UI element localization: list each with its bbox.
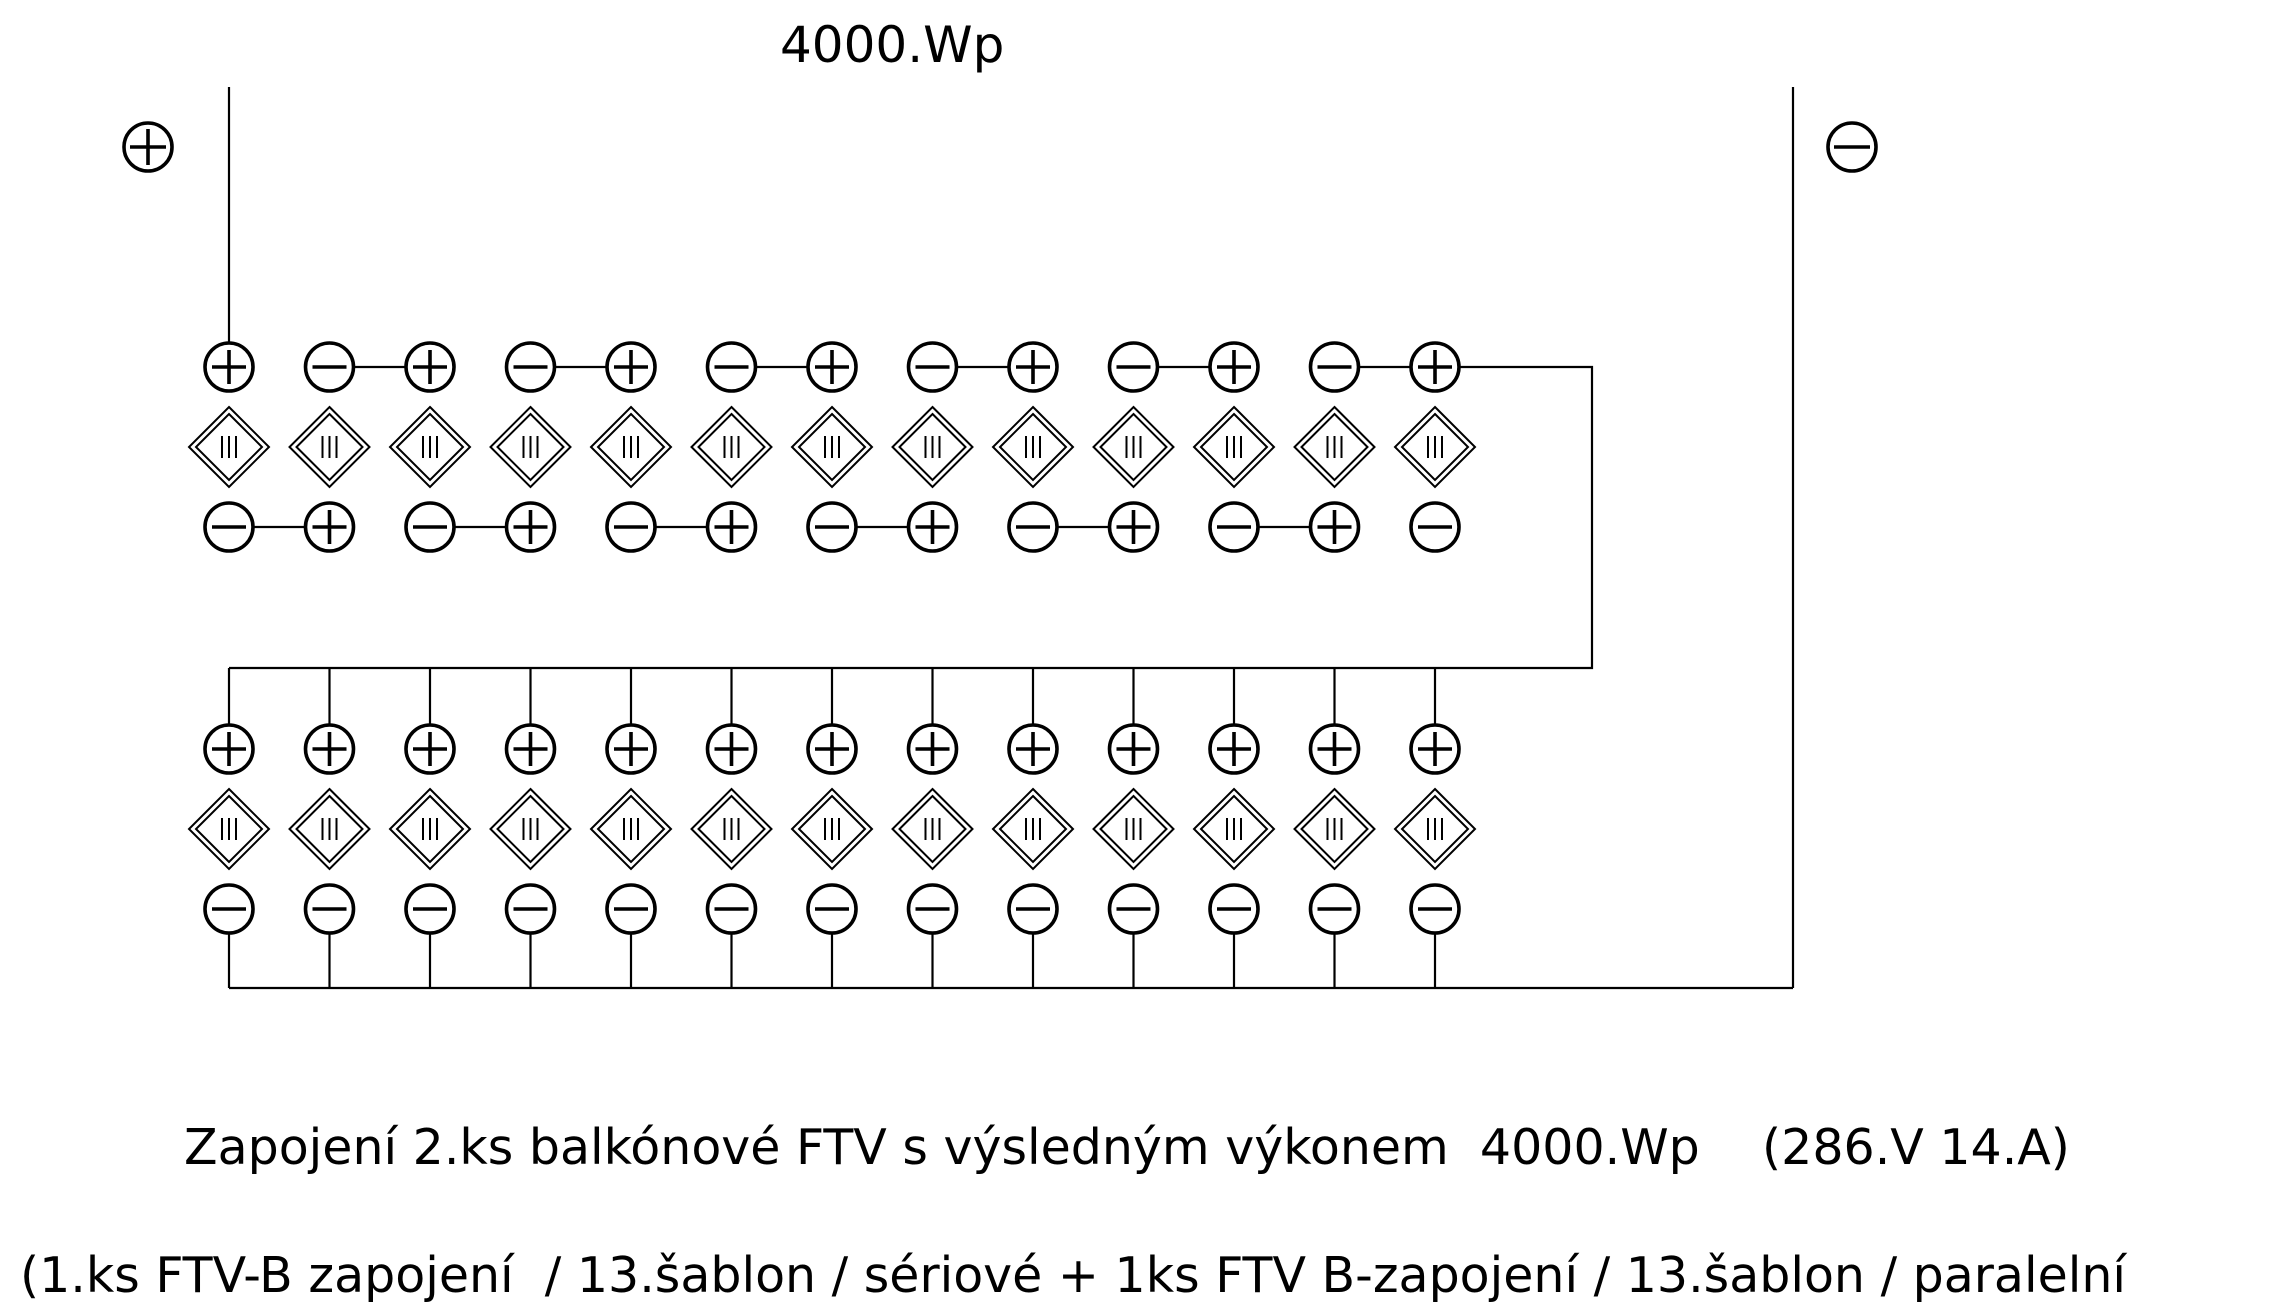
solar-panel-icon <box>1192 787 1276 871</box>
minus-terminal-icon <box>705 883 758 935</box>
solar-panel-icon <box>991 405 1075 489</box>
minus-terminal-icon <box>1409 501 1461 553</box>
plus-terminal-icon <box>1308 723 1361 775</box>
minus-terminal-icon <box>1208 501 1260 553</box>
solar-panel-icon <box>991 787 1075 871</box>
solar-panel-icon <box>1092 787 1175 871</box>
solar-panel-icon <box>187 787 271 871</box>
plus-terminal-icon <box>1409 341 1461 393</box>
minus-terminal-icon <box>504 341 557 393</box>
solar-panel-icon <box>388 405 472 489</box>
solar-panel-icon <box>1092 405 1175 489</box>
solar-panel-icon <box>1393 787 1477 871</box>
plus-terminal-icon <box>404 723 456 775</box>
plus-terminal-icon <box>705 723 758 775</box>
solar-panel-icon <box>288 787 371 871</box>
plus-terminal-icon <box>203 341 255 393</box>
minus-terminal-icon <box>303 883 356 935</box>
plus-terminal-icon <box>1208 341 1260 393</box>
solar-panel-icon <box>790 787 874 871</box>
solar-panel-icon <box>288 405 371 489</box>
caption-line-2: (1.ks FTV-B zapojení / 13.šablon / sério… <box>20 1247 2127 1304</box>
solar-panel-icon <box>790 405 874 489</box>
minus-terminal-icon <box>1007 501 1059 553</box>
solar-panel-icon <box>187 405 271 489</box>
plus-terminal-icon <box>504 501 557 553</box>
solar-panel-icon <box>1192 405 1276 489</box>
plus-terminal-icon <box>806 341 858 393</box>
plus-terminal-icon <box>906 501 959 553</box>
plus-terminal-icon <box>1107 501 1160 553</box>
minus-terminal-icon <box>906 883 959 935</box>
plus-terminal-icon <box>906 723 959 775</box>
solar-panel-icon <box>1293 787 1376 871</box>
plus-terminal-icon <box>605 723 657 775</box>
plus-terminal-icon <box>1007 723 1059 775</box>
minus-terminal-icon <box>303 341 356 393</box>
plus-terminal-icon <box>806 723 858 775</box>
minus-terminal-icon <box>404 501 456 553</box>
plus-terminal-icon <box>1107 723 1160 775</box>
minus-terminal-icon <box>1107 883 1160 935</box>
minus-terminal-icon <box>1409 883 1461 935</box>
plus-terminal-icon <box>1208 723 1260 775</box>
minus-terminal-icon <box>906 341 959 393</box>
parallel-string <box>187 723 1477 935</box>
solar-panel-icon <box>589 787 673 871</box>
solar-panel-icon <box>489 405 572 489</box>
plus-terminal-icon <box>605 341 657 393</box>
minus-terminal-icon <box>705 341 758 393</box>
solar-panel-icon <box>489 787 572 871</box>
series-string <box>187 341 1477 553</box>
solar-panel-icon <box>690 787 773 871</box>
plus-terminal-icon <box>1409 723 1461 775</box>
plus-terminal-icon <box>203 723 255 775</box>
solar-panel-icon <box>891 787 974 871</box>
power-label: 4000.Wp <box>780 16 1004 74</box>
wire-segment <box>229 365 1594 670</box>
minus-terminal-icon <box>605 501 657 553</box>
solar-panel-icon <box>1293 405 1376 489</box>
plus-terminal-icon <box>303 501 356 553</box>
plus-terminal-icon <box>705 501 758 553</box>
minus-terminal-icon <box>1208 883 1260 935</box>
plus-terminal-icon <box>404 341 456 393</box>
solar-panel-icon <box>388 787 472 871</box>
minus-terminal-icon <box>806 883 858 935</box>
minus-terminal-icon <box>404 883 456 935</box>
plus-terminal-icon <box>303 723 356 775</box>
caption-line-1: Zapojení 2.ks balkónové FTV s výsledným … <box>184 1119 2070 1176</box>
plus-terminal-icon <box>504 723 557 775</box>
minus-terminal-icon <box>504 883 557 935</box>
solar-panel-icon <box>690 405 773 489</box>
solar-panel-icon <box>891 405 974 489</box>
solar-panel-icon <box>1393 405 1477 489</box>
solar-panel-icon <box>589 405 673 489</box>
minus-terminal-icon <box>203 883 255 935</box>
plus-terminal-icon <box>1007 341 1059 393</box>
minus-terminal-icon <box>203 501 255 553</box>
minus-terminal-icon <box>605 883 657 935</box>
main-positive-terminal-icon <box>122 121 174 173</box>
minus-terminal-icon <box>806 501 858 553</box>
plus-terminal-icon <box>1308 501 1361 553</box>
minus-terminal-icon <box>1107 341 1160 393</box>
minus-terminal-icon <box>1007 883 1059 935</box>
minus-terminal-icon <box>1308 883 1361 935</box>
main-negative-terminal-icon <box>1826 121 1878 173</box>
minus-terminal-icon <box>1308 341 1361 393</box>
